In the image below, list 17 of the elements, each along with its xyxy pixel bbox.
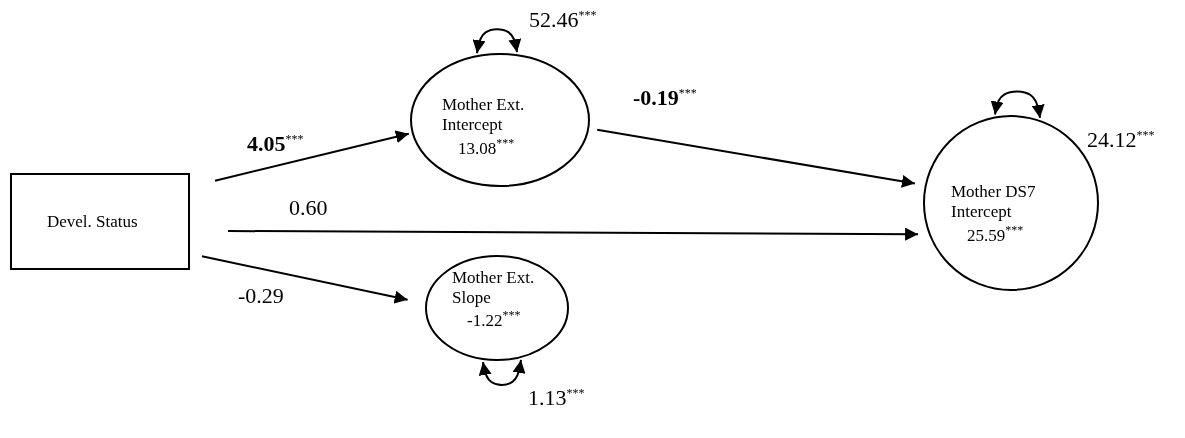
variance-arrow <box>472 28 522 55</box>
node-label: Devel. Status <box>47 212 139 232</box>
latent-variable-ellipse <box>410 53 590 187</box>
path-arrow <box>201 255 409 304</box>
path-arrow <box>227 227 920 241</box>
latent-variable-ellipse <box>425 255 569 361</box>
variable-box <box>10 173 190 270</box>
path-arrow <box>596 128 916 188</box>
node-label: Mother DS7 Intercept <box>951 182 1037 222</box>
path-arrow <box>214 130 410 182</box>
variance-arrow <box>478 358 526 386</box>
node-value: 13.08$^{***}$ <box>458 139 516 159</box>
node-value: -1.22$^{***}$ <box>467 311 522 331</box>
node-label: Mother Ext. Slope <box>452 268 536 308</box>
node-value: 25.59$^{***}$ <box>967 226 1025 246</box>
variance-arrow <box>990 90 1045 119</box>
node-label: Mother Ext. Intercept <box>442 95 526 135</box>
